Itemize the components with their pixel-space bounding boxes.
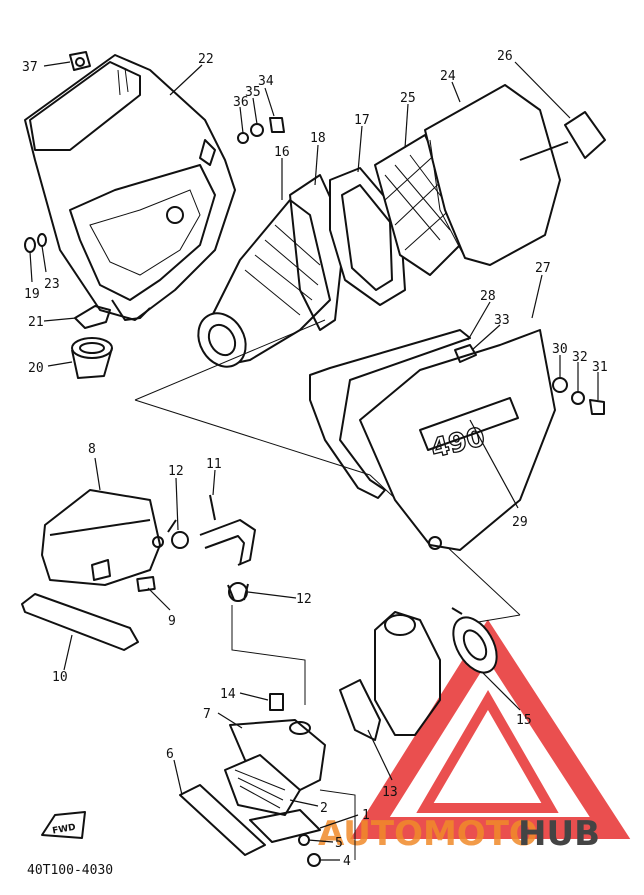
gasket-18 — [289, 174, 346, 331]
callout-6: 6 — [166, 747, 174, 762]
callout-19: 19 — [24, 287, 40, 302]
hose-11 — [199, 494, 256, 566]
leader-lines-2 — [231, 605, 306, 705]
callout-2: 2 — [320, 801, 328, 816]
callout-11: 11 — [206, 457, 222, 472]
callout-37: 37 — [22, 60, 38, 75]
callout-10: 10 — [52, 670, 68, 685]
carb-joint-7 — [229, 719, 326, 791]
callout-28: 28 — [480, 289, 496, 304]
callout-33: 33 — [494, 313, 510, 328]
callout-27: 27 — [535, 261, 551, 276]
callout-29: 29 — [512, 515, 528, 530]
bolt-14 — [269, 693, 284, 711]
callout-22: 22 — [198, 52, 214, 67]
box-8 — [41, 489, 164, 586]
callout-12-upper: 12 — [168, 464, 184, 479]
label-9 — [136, 575, 156, 593]
band-10 — [21, 593, 139, 651]
watermark-text: AUTOMOTO — [318, 814, 538, 854]
callout-30: 30 — [552, 342, 568, 357]
part-number: 40T100-4030 — [27, 863, 113, 878]
callout-26: 26 — [497, 49, 513, 64]
reed-valve-2 — [224, 754, 301, 816]
callout-labels: 37 22 36 35 34 26 24 25 17 18 16 19 23 2… — [22, 49, 608, 869]
callout-17: 17 — [354, 113, 370, 128]
svg-text:HUB: HUB — [518, 814, 600, 854]
fasteners-30-31-32 — [552, 377, 605, 415]
callout-leaders — [29, 61, 599, 861]
callout-5: 5 — [335, 836, 343, 851]
air-box-22 — [24, 54, 236, 321]
callout-8: 8 — [88, 442, 96, 457]
callout-13: 13 — [382, 785, 398, 800]
boot-20 — [71, 337, 113, 379]
bolt-37 — [69, 51, 91, 71]
callout-14: 14 — [220, 687, 236, 702]
callout-32: 32 — [572, 350, 588, 365]
callout-23: 23 — [44, 277, 60, 292]
fwd-arrow-icon: FWD — [41, 811, 86, 839]
callout-7: 7 — [203, 707, 211, 722]
washers-34-35-36 — [237, 117, 285, 144]
callout-20: 20 — [28, 361, 44, 376]
callout-15: 15 — [516, 713, 532, 728]
side-cover-rubber-28 — [309, 329, 471, 499]
carb-part-15 — [451, 607, 498, 674]
callout-9: 9 — [168, 614, 176, 629]
intake-joint-16 — [197, 199, 331, 368]
plate-1 — [249, 809, 321, 843]
leader-lines — [134, 319, 521, 626]
clamp-12-lower — [227, 582, 249, 602]
fwd-label: FWD — [52, 823, 77, 837]
bracket-33 — [454, 344, 477, 363]
callout-34: 34 — [258, 74, 274, 89]
callout-4: 4 — [343, 854, 351, 869]
leader-lines-3 — [319, 789, 356, 860]
callout-18: 18 — [310, 131, 326, 146]
gasket-21 — [74, 305, 111, 329]
callout-31: 31 — [592, 360, 608, 375]
holder-bolt-26 — [519, 111, 606, 161]
callout-1: 1 — [362, 808, 370, 823]
callout-12-lower: 12 — [296, 592, 312, 607]
callout-16: 16 — [274, 145, 290, 160]
callout-25: 25 — [400, 91, 416, 106]
callout-21: 21 — [28, 315, 44, 330]
callout-35: 35 — [245, 85, 261, 100]
clamp-12-upper — [167, 519, 189, 549]
callout-24: 24 — [440, 69, 456, 84]
side-cover-29: 490 — [359, 329, 556, 551]
callout-36: 36 — [233, 95, 249, 110]
gasket-6 — [179, 784, 266, 856]
carburetor-13 — [339, 611, 441, 741]
filter-element-24 — [424, 84, 561, 266]
